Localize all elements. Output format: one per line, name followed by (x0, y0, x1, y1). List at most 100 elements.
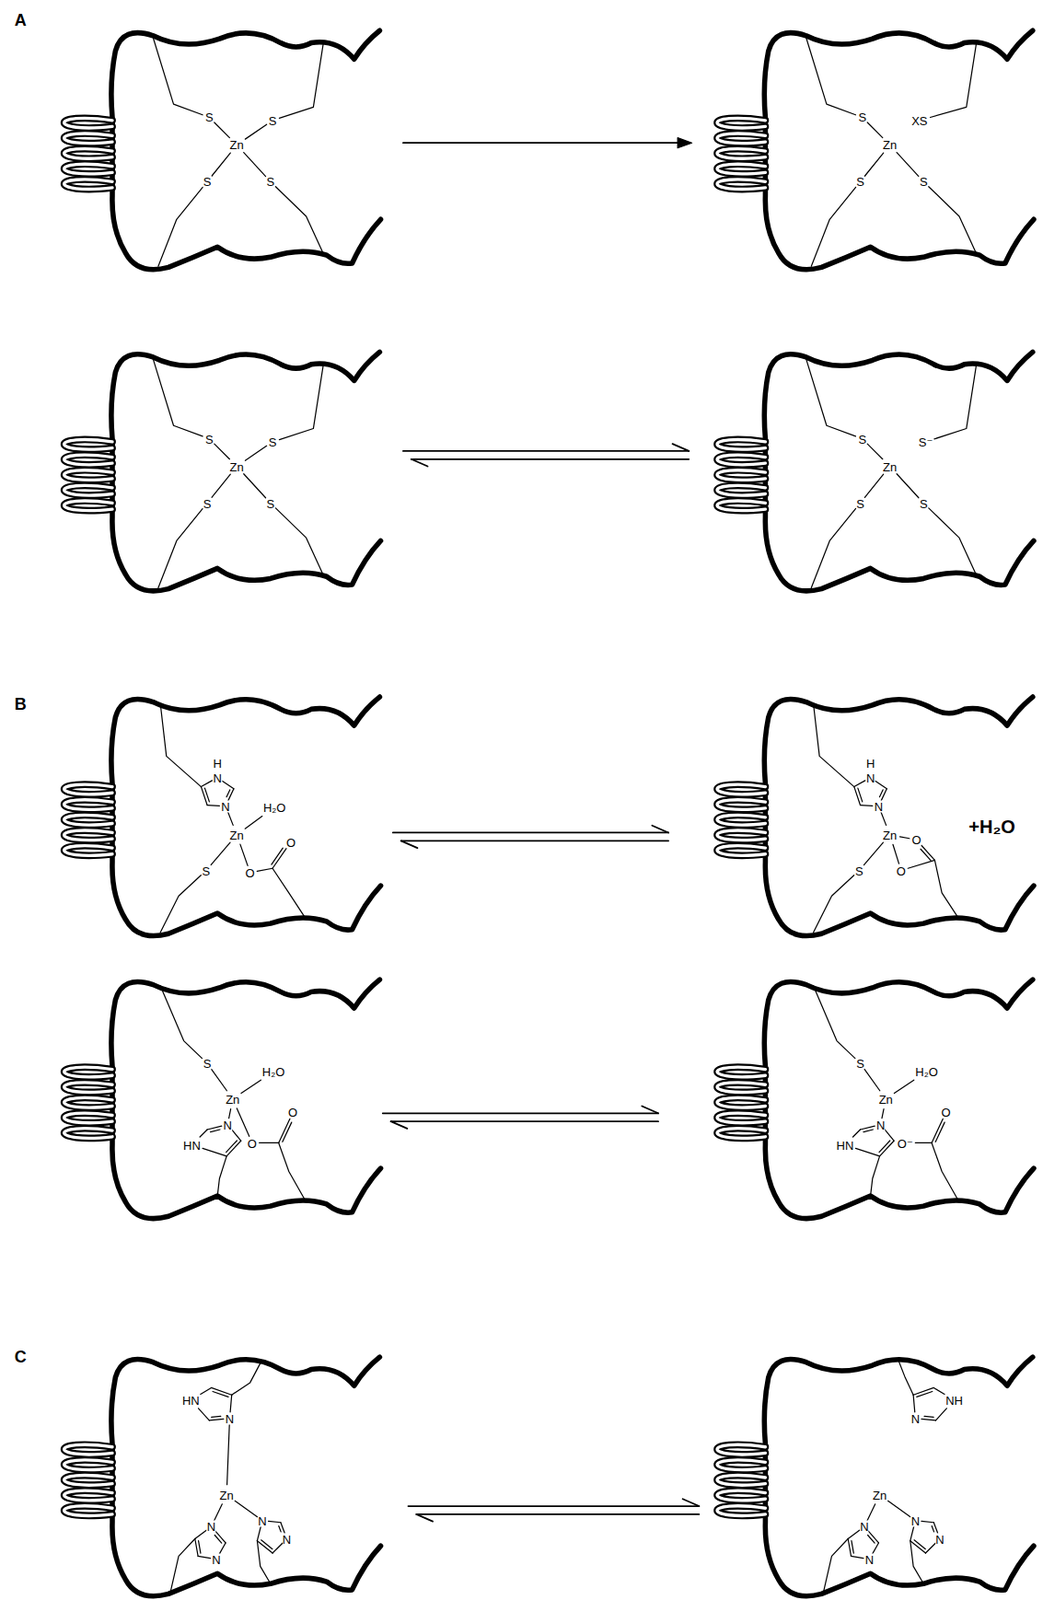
bond-line (854, 787, 861, 806)
released-water-label: +H₂O (968, 817, 1016, 836)
atom-label: Zn (879, 1092, 893, 1105)
double-bond-line (914, 1540, 926, 1550)
side-chain-line (813, 703, 855, 788)
double-bond-line (261, 1540, 273, 1550)
atom-label: S (205, 111, 214, 124)
side-chain-line (910, 1541, 924, 1585)
side-chain-line (931, 1142, 960, 1202)
helix-coil (717, 784, 765, 795)
atom-label: S (856, 175, 865, 188)
helix-coil (64, 814, 113, 825)
forward-arrow (407, 1505, 699, 1507)
forward-arrow (403, 450, 689, 452)
side-chain-line (160, 875, 201, 933)
atom-label: HN (182, 1394, 200, 1407)
atom-label: O (941, 1106, 951, 1119)
helix-coil-inner (717, 1460, 765, 1471)
side-chain-line (275, 508, 324, 576)
helix-coil (64, 1112, 113, 1124)
helix-coil (64, 149, 113, 160)
helix-coil (64, 133, 113, 144)
helix-coil (64, 440, 113, 451)
atom-label: Zn (882, 828, 897, 841)
bond-line (244, 445, 267, 461)
helix-coil-inner (717, 440, 765, 451)
double-bond-line (924, 1415, 934, 1417)
double-bond-line (916, 1391, 933, 1398)
helix-coil (717, 1112, 765, 1124)
side-chain-line (272, 868, 307, 919)
helix-coil (64, 799, 113, 811)
zinc-site (64, 30, 382, 270)
helix-coil (717, 179, 765, 190)
bond-line (215, 1530, 226, 1543)
helix-coil-inner (717, 814, 765, 825)
atom-label: NH (945, 1394, 963, 1407)
atom-label: S (266, 175, 275, 188)
panel-letter: A (14, 11, 27, 29)
helix-coil-inner (717, 830, 765, 841)
helix-coil (64, 1444, 113, 1455)
atom-label: N (866, 771, 875, 784)
bond-line (219, 1542, 226, 1554)
atom-label: N (859, 1520, 869, 1533)
reaction-arrow (403, 138, 693, 149)
bond-line (847, 1538, 851, 1556)
equilibrium-arrow (382, 1106, 659, 1129)
bond-line (868, 1530, 879, 1543)
double-bond-line (868, 1534, 875, 1543)
double-bond-line (857, 788, 863, 802)
helix-coil (717, 1097, 765, 1108)
protein-backbone (764, 696, 1034, 937)
helix-coil (717, 117, 765, 128)
protein-backbone (111, 351, 382, 592)
bond-line (210, 842, 231, 865)
side-chain-line (231, 1363, 261, 1395)
helix-coil (64, 1475, 113, 1486)
helix-coil (64, 1490, 113, 1501)
helix-coil-inner (717, 500, 765, 511)
zinc-site (64, 696, 382, 937)
helix-coil (64, 1066, 113, 1078)
atom-label: Zn (225, 1092, 240, 1105)
helix-coil-inner (717, 133, 765, 144)
helix-coil-inner (717, 149, 765, 160)
helix-coil (717, 799, 765, 811)
reverse-arrow (411, 458, 689, 461)
atom-label: S (857, 432, 867, 445)
helix-coil-inner (64, 1082, 113, 1093)
bond-line (211, 1068, 228, 1090)
helix-coil (717, 1460, 765, 1471)
atom-label: S (266, 497, 275, 510)
side-chain-line (928, 186, 977, 255)
double-bond-line (271, 847, 283, 865)
double-bond-line (226, 789, 231, 798)
helix-coil-inner (717, 1112, 765, 1124)
atom-label: Zn (882, 139, 897, 151)
atom-label: S (856, 1057, 865, 1070)
helix-coil (717, 163, 765, 174)
side-chain-line (813, 875, 855, 933)
helix-coil (64, 117, 113, 128)
side-chain-line (278, 1142, 307, 1202)
helix-coil (717, 1444, 765, 1455)
atom-label: O⁻ (897, 1136, 914, 1149)
panel-letter: B (14, 695, 27, 713)
side-chain-line (160, 703, 201, 788)
atom-label: N (223, 1118, 232, 1131)
bond-line (896, 474, 919, 499)
helix-coil-inner (64, 1066, 113, 1078)
atom-label: O (245, 866, 255, 879)
bond-line (867, 1504, 876, 1521)
forward-half-head (641, 1106, 659, 1114)
atom-label: Zn (872, 1489, 887, 1502)
helix-coil-inner (64, 454, 113, 465)
double-bond-line (282, 1122, 292, 1142)
helix-coil (64, 485, 113, 496)
atom-label: Zn (220, 1489, 234, 1502)
helix-coil-inner (717, 485, 765, 496)
bond-line (231, 1129, 241, 1142)
bond-line (880, 811, 887, 826)
zinc-site (717, 30, 1034, 270)
